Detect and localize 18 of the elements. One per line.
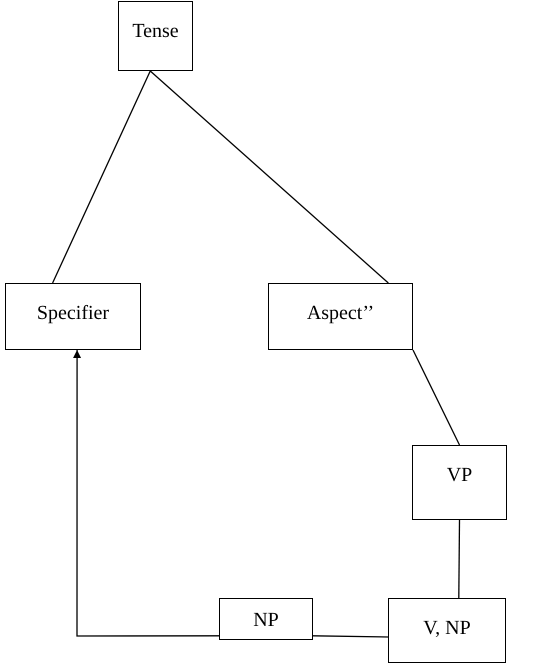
node-box: [412, 445, 507, 520]
node-box: [118, 1, 193, 71]
node-box: [268, 283, 413, 350]
arrow: [73, 350, 219, 637]
node-label: V, NP: [423, 617, 471, 640]
node-label: Aspect’’: [306, 302, 374, 325]
connector-line: [150, 70, 389, 284]
node-label: Tense: [132, 20, 179, 43]
node-label: VP: [446, 464, 472, 487]
connector-line: [458, 520, 460, 598]
node-box: [388, 598, 506, 663]
connector-line: [312, 635, 388, 638]
connector-line: [412, 350, 460, 446]
connector-line: [52, 70, 151, 284]
node-box: [219, 598, 313, 640]
node-label: Specifier: [36, 302, 110, 325]
node-box: [5, 283, 141, 350]
node-label: NP: [253, 609, 279, 632]
